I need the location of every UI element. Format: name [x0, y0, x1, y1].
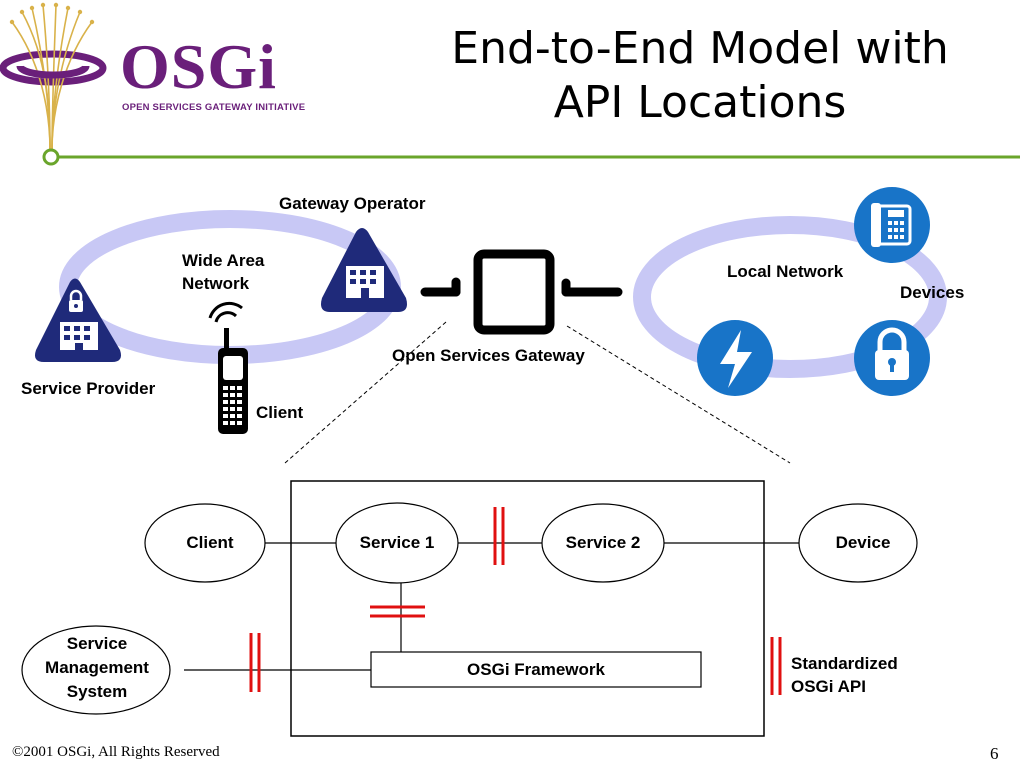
legend-label: Standardized OSGi API — [791, 652, 898, 698]
telephone-device-icon — [854, 187, 930, 263]
mobile-phone-icon — [208, 301, 248, 434]
logo-tagline: OPEN SERVICES GATEWAY INITIATIVE — [122, 102, 306, 113]
page-number: 6 — [990, 744, 999, 763]
api-markers — [249, 507, 782, 695]
title-divider — [42, 148, 1020, 166]
connector-lines — [184, 542, 800, 671]
lock-device-icon — [854, 320, 930, 396]
service2-node-label: Service 2 — [565, 533, 641, 552]
device-node-label: Device — [835, 533, 891, 552]
open-services-gateway-label: Open Services Gateway — [392, 346, 585, 365]
osgi-framework-label: OSGi Framework — [467, 660, 605, 679]
service-provider-label: Service Provider — [21, 379, 156, 398]
devices-label: Devices — [900, 283, 965, 302]
zoom-line-right — [566, 325, 791, 464]
osgi-logo-emblem-icon — [0, 2, 107, 151]
power-lightning-device-icon — [697, 320, 773, 396]
service1-node-label: Service 1 — [359, 533, 435, 552]
sms-label-line3: System — [66, 682, 128, 701]
local-network-ring — [633, 216, 947, 378]
open-services-gateway-box-icon — [420, 249, 623, 335]
copyright-footer: ©2001 OSGi, All Rights Reserved — [12, 744, 220, 760]
service-provider-building-icon — [35, 278, 121, 362]
service-management-system-node — [21, 625, 171, 715]
slide-title-line1: End-to-End Model with — [451, 23, 949, 74]
client-phone-label: Client — [256, 403, 304, 422]
service-management-system-label: Service Management System — [22, 632, 172, 704]
legend-label-line1: Standardized — [791, 654, 898, 673]
service1-node — [335, 502, 459, 584]
wide-area-network-label-line1: Wide Area — [182, 251, 265, 270]
gateway-operator-label: Gateway Operator — [279, 194, 426, 213]
sms-label-line1: Service — [66, 634, 128, 653]
sms-label-line2: Management — [45, 658, 149, 677]
client-node-label: Client — [186, 533, 234, 552]
zoom-line-left — [284, 321, 447, 464]
device-node — [798, 503, 918, 583]
wide-area-network-label: Wide Area Network — [182, 249, 264, 295]
logo-wordmark: OSGi — [120, 31, 277, 102]
slide-title-line2: API Locations — [553, 77, 847, 128]
slide-title: End-to-End Model with API Locations — [400, 22, 1000, 130]
gateway-detail-frame — [290, 480, 765, 737]
gateway-operator-building-icon — [321, 228, 407, 312]
service2-node — [541, 503, 665, 583]
osgi-framework-node — [370, 651, 702, 688]
legend-label-line2: OSGi API — [791, 677, 866, 696]
wide-area-network-label-line2: Network — [182, 274, 250, 293]
local-network-label: Local Network — [727, 262, 844, 281]
client-node — [144, 503, 266, 583]
